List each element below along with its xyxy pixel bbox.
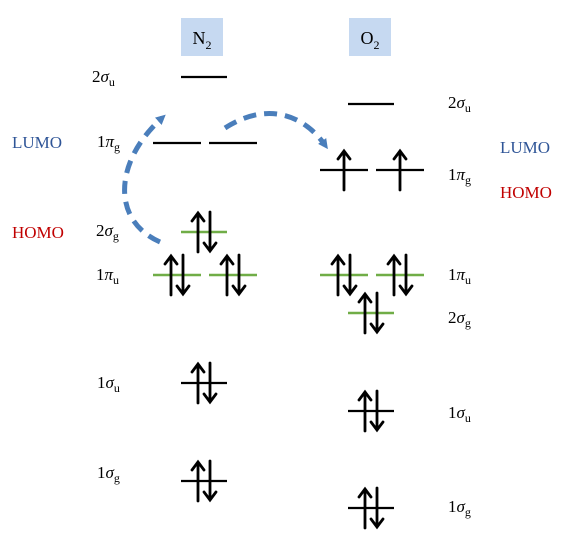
n2-to-o2-dashed-arrow (223, 111, 328, 150)
o2-electron-pair-1sigma-g (357, 486, 385, 530)
o2-label-1pi-u: 1πu (448, 265, 471, 287)
n2-label-1pi-g: 1πg (97, 132, 120, 154)
n2-label-1pi-u: 1πu (96, 265, 119, 287)
n2-electron-pair-1pi-u-b (219, 253, 247, 297)
o2-header-box (349, 18, 391, 56)
o2-electron-1pi-g-b (392, 148, 408, 192)
o2-header: O2 (361, 28, 380, 52)
n2-homo-label: HOMO (12, 223, 64, 242)
o2-label-1pi-g: 1πg (448, 165, 471, 187)
n2-label-1sigma-u: 1σu (97, 373, 120, 395)
o2-homo-label: HOMO (500, 183, 552, 202)
o2-label-1sigma-u: 1σu (448, 403, 471, 425)
o2-electron-1pi-g-a (336, 148, 352, 192)
n2-label-1sigma-g: 1σg (97, 463, 120, 485)
n2-header-box (181, 18, 223, 56)
n2-label-2sigma-u: 2σu (92, 67, 115, 89)
n2-electron-pair-1sigma-g (190, 459, 218, 503)
o2-electron-pair-1sigma-u (357, 389, 385, 433)
n2-electron-pair-2sigma-g (190, 210, 218, 254)
n2-electron-pair-1sigma-u (190, 361, 218, 405)
n2-lumo-label: LUMO (12, 133, 62, 152)
o2-electron-pair-1pi-u-a (330, 253, 358, 297)
o2-label-2sigma-g: 2σg (448, 308, 471, 330)
homo-to-lumo-dashed-arrow (122, 114, 166, 245)
n2-header: N2 (193, 28, 212, 52)
o2-label-2sigma-u: 2σu (448, 93, 471, 115)
o2-label-1sigma-g: 1σg (448, 497, 471, 519)
o2-electron-pair-1pi-u-b (386, 253, 414, 297)
n2-electron-pair-1pi-u-a (163, 253, 191, 297)
o2-lumo-label: LUMO (500, 138, 550, 157)
o2-electron-pair-2sigma-g (357, 291, 385, 335)
n2-label-2sigma-g: 2σg (96, 221, 119, 243)
